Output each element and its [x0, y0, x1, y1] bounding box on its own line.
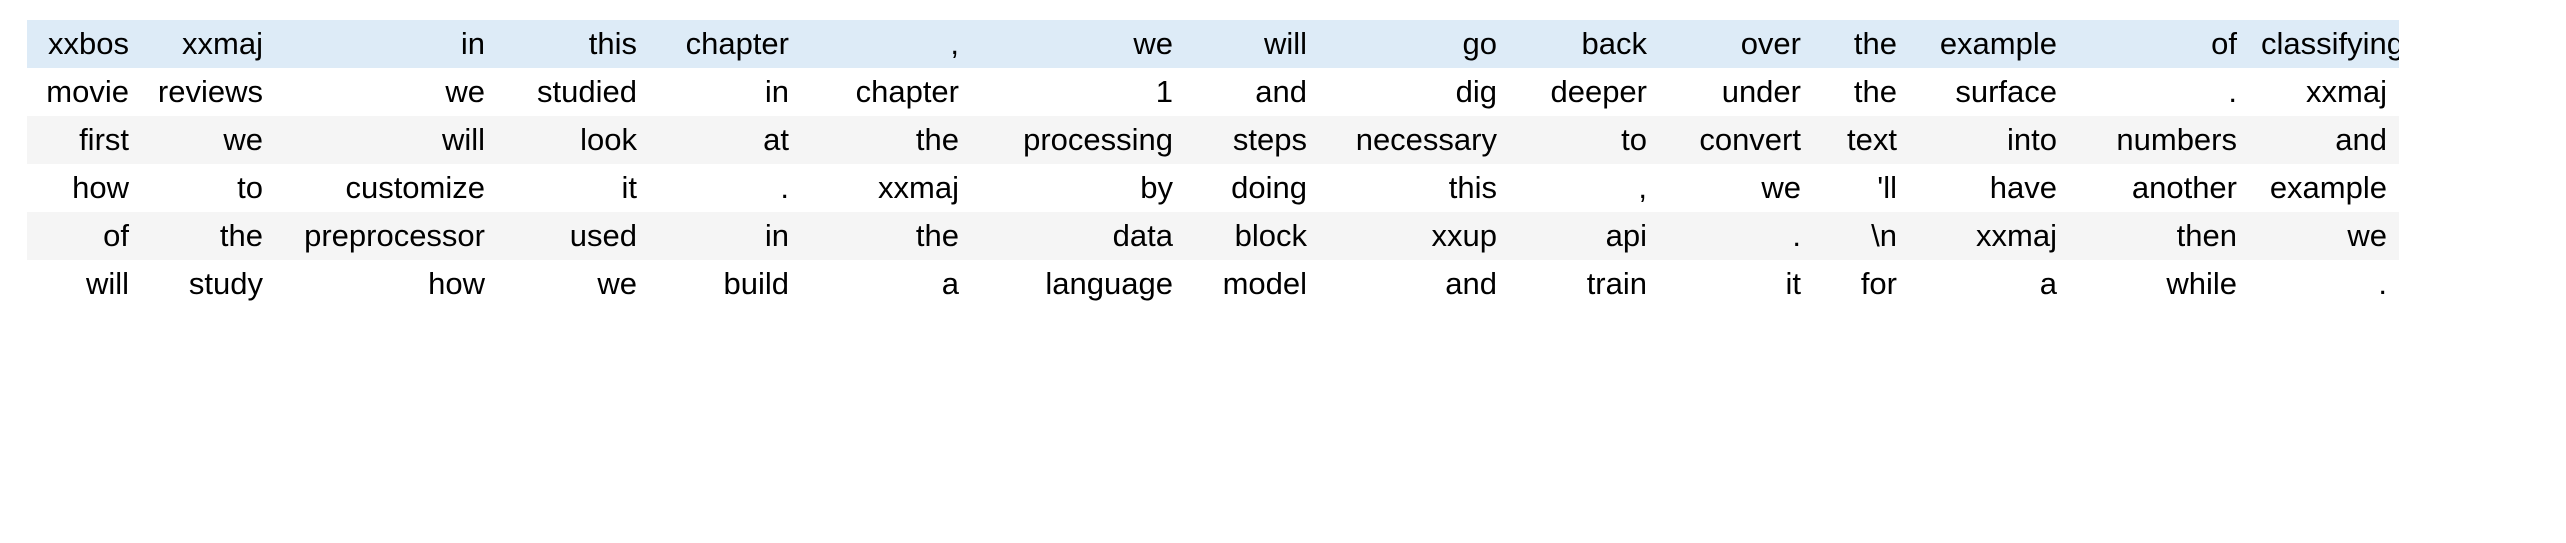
token-cell: the	[801, 116, 971, 164]
token-cell: chapter	[649, 20, 801, 68]
token-cell: dig	[1319, 68, 1509, 116]
token-cell: then	[2069, 212, 2249, 260]
token-cell: we	[1659, 164, 1813, 212]
token-cell: build	[649, 260, 801, 308]
token-cell: .	[2249, 260, 2399, 308]
token-cell: xxmaj	[1909, 212, 2069, 260]
token-cell: customize	[275, 164, 497, 212]
token-cell: in	[649, 68, 801, 116]
token-cell: preprocessor	[275, 212, 497, 260]
token-cell: classifying	[2249, 20, 2399, 68]
token-cell: to	[141, 164, 275, 212]
token-cell: the	[801, 212, 971, 260]
token-cell: of	[2069, 20, 2249, 68]
token-cell: movie	[27, 68, 141, 116]
token-cell: xxmaj	[141, 20, 275, 68]
token-cell: xxmaj	[801, 164, 971, 212]
token-cell: example	[2249, 164, 2399, 212]
token-cell: example	[1909, 20, 2069, 68]
token-cell: to	[1509, 116, 1659, 164]
token-cell: reviews	[141, 68, 275, 116]
token-cell: have	[1909, 164, 2069, 212]
token-cell: a	[801, 260, 971, 308]
token-cell: at	[649, 116, 801, 164]
token-cell: into	[1909, 116, 2069, 164]
token-cell: xxbos	[27, 20, 141, 68]
token-cell: data	[971, 212, 1185, 260]
token-cell: the	[1813, 20, 1909, 68]
token-cell: will	[27, 260, 141, 308]
token-cell: in	[649, 212, 801, 260]
token-cell: we	[971, 20, 1185, 68]
token-cell: how	[27, 164, 141, 212]
token-cell: it	[497, 164, 649, 212]
token-cell: api	[1509, 212, 1659, 260]
token-cell: a	[1909, 260, 2069, 308]
token-cell: for	[1813, 260, 1909, 308]
token-cell: .	[1659, 212, 1813, 260]
token-cell: .	[2069, 68, 2249, 116]
token-cell: and	[1185, 68, 1319, 116]
token-cell: ,	[801, 20, 971, 68]
token-cell: necessary	[1319, 116, 1509, 164]
token-cell: xxmaj	[2249, 68, 2399, 116]
token-cell: of	[27, 212, 141, 260]
token-cell: this	[1319, 164, 1509, 212]
token-cell: train	[1509, 260, 1659, 308]
token-cell: convert	[1659, 116, 1813, 164]
token-cell: by	[971, 164, 1185, 212]
token-cell: language	[971, 260, 1185, 308]
token-cell: this	[497, 20, 649, 68]
token-cell: we	[141, 116, 275, 164]
token-cell: we	[497, 260, 649, 308]
token-cell: text	[1813, 116, 1909, 164]
token-cell: it	[1659, 260, 1813, 308]
token-cell: under	[1659, 68, 1813, 116]
token-cell: how	[275, 260, 497, 308]
token-cell: the	[141, 212, 275, 260]
token-cell: in	[275, 20, 497, 68]
token-cell: numbers	[2069, 116, 2249, 164]
token-cell: the	[1813, 68, 1909, 116]
token-cell: first	[27, 116, 141, 164]
token-cell: we	[275, 68, 497, 116]
token-cell: deeper	[1509, 68, 1659, 116]
token-cell: steps	[1185, 116, 1319, 164]
token-cell: ,	[1509, 164, 1659, 212]
token-cell: 'll	[1813, 164, 1909, 212]
token-cell: and	[2249, 116, 2399, 164]
token-cell: processing	[971, 116, 1185, 164]
token-cell: used	[497, 212, 649, 260]
token-cell: chapter	[801, 68, 971, 116]
token-cell: another	[2069, 164, 2249, 212]
token-cell: while	[2069, 260, 2249, 308]
token-cell: go	[1319, 20, 1509, 68]
token-cell: studied	[497, 68, 649, 116]
token-cell: back	[1509, 20, 1659, 68]
token-cell: model	[1185, 260, 1319, 308]
token-cell: doing	[1185, 164, 1319, 212]
token-cell: block	[1185, 212, 1319, 260]
token-cell: 1	[971, 68, 1185, 116]
token-cell: xxup	[1319, 212, 1509, 260]
token-cell: study	[141, 260, 275, 308]
token-cell: look	[497, 116, 649, 164]
token-cell: will	[1185, 20, 1319, 68]
token-cell: we	[2249, 212, 2399, 260]
token-cell: over	[1659, 20, 1813, 68]
token-cell: and	[1319, 260, 1509, 308]
token-cell: \n	[1813, 212, 1909, 260]
token-cell: surface	[1909, 68, 2069, 116]
token-cell: .	[649, 164, 801, 212]
token-cell: will	[275, 116, 497, 164]
